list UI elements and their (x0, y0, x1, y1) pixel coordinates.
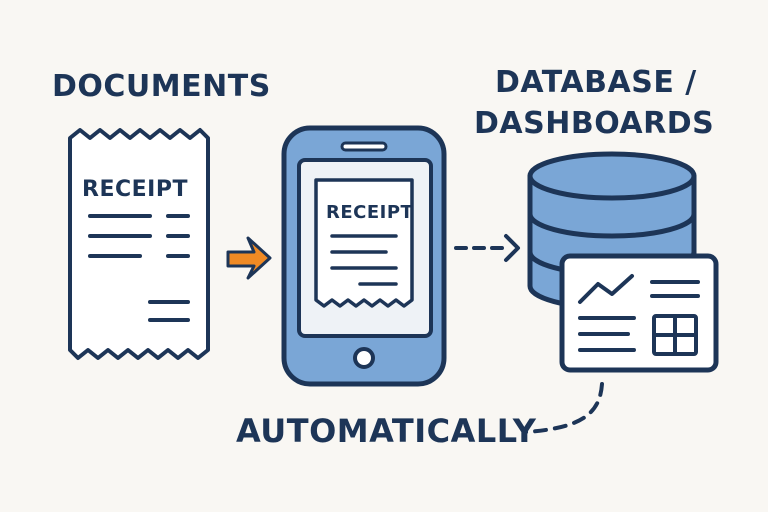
receipt-document: RECEIPT (68, 128, 210, 360)
smartphone-icon: RECEIPT (281, 125, 447, 387)
dashboard-lines (578, 280, 700, 352)
trend-line-icon (578, 274, 634, 304)
receipt-title: RECEIPT (82, 177, 188, 202)
dashed-connector (524, 382, 604, 434)
orange-arrow-icon (226, 236, 272, 280)
phone-speaker (340, 141, 388, 152)
phone-home-button (353, 347, 375, 369)
table-grid-icon (652, 314, 698, 356)
phone-receipt-icon (314, 178, 414, 308)
receipt-paper-icon (68, 128, 210, 360)
database-label-line2: DASHBOARDS (474, 106, 714, 141)
phone-receipt-lines (330, 234, 398, 286)
automatically-label: AUTOMATICALLY (236, 412, 537, 450)
phone-receipt-title: RECEIPT (326, 202, 414, 223)
receipt-lines (88, 214, 190, 322)
dashboard-icon (559, 253, 719, 373)
documents-label: DOCUMENTS (52, 69, 271, 104)
dashed-arrow (454, 234, 520, 262)
database-label-line1: DATABASE / (495, 65, 697, 100)
